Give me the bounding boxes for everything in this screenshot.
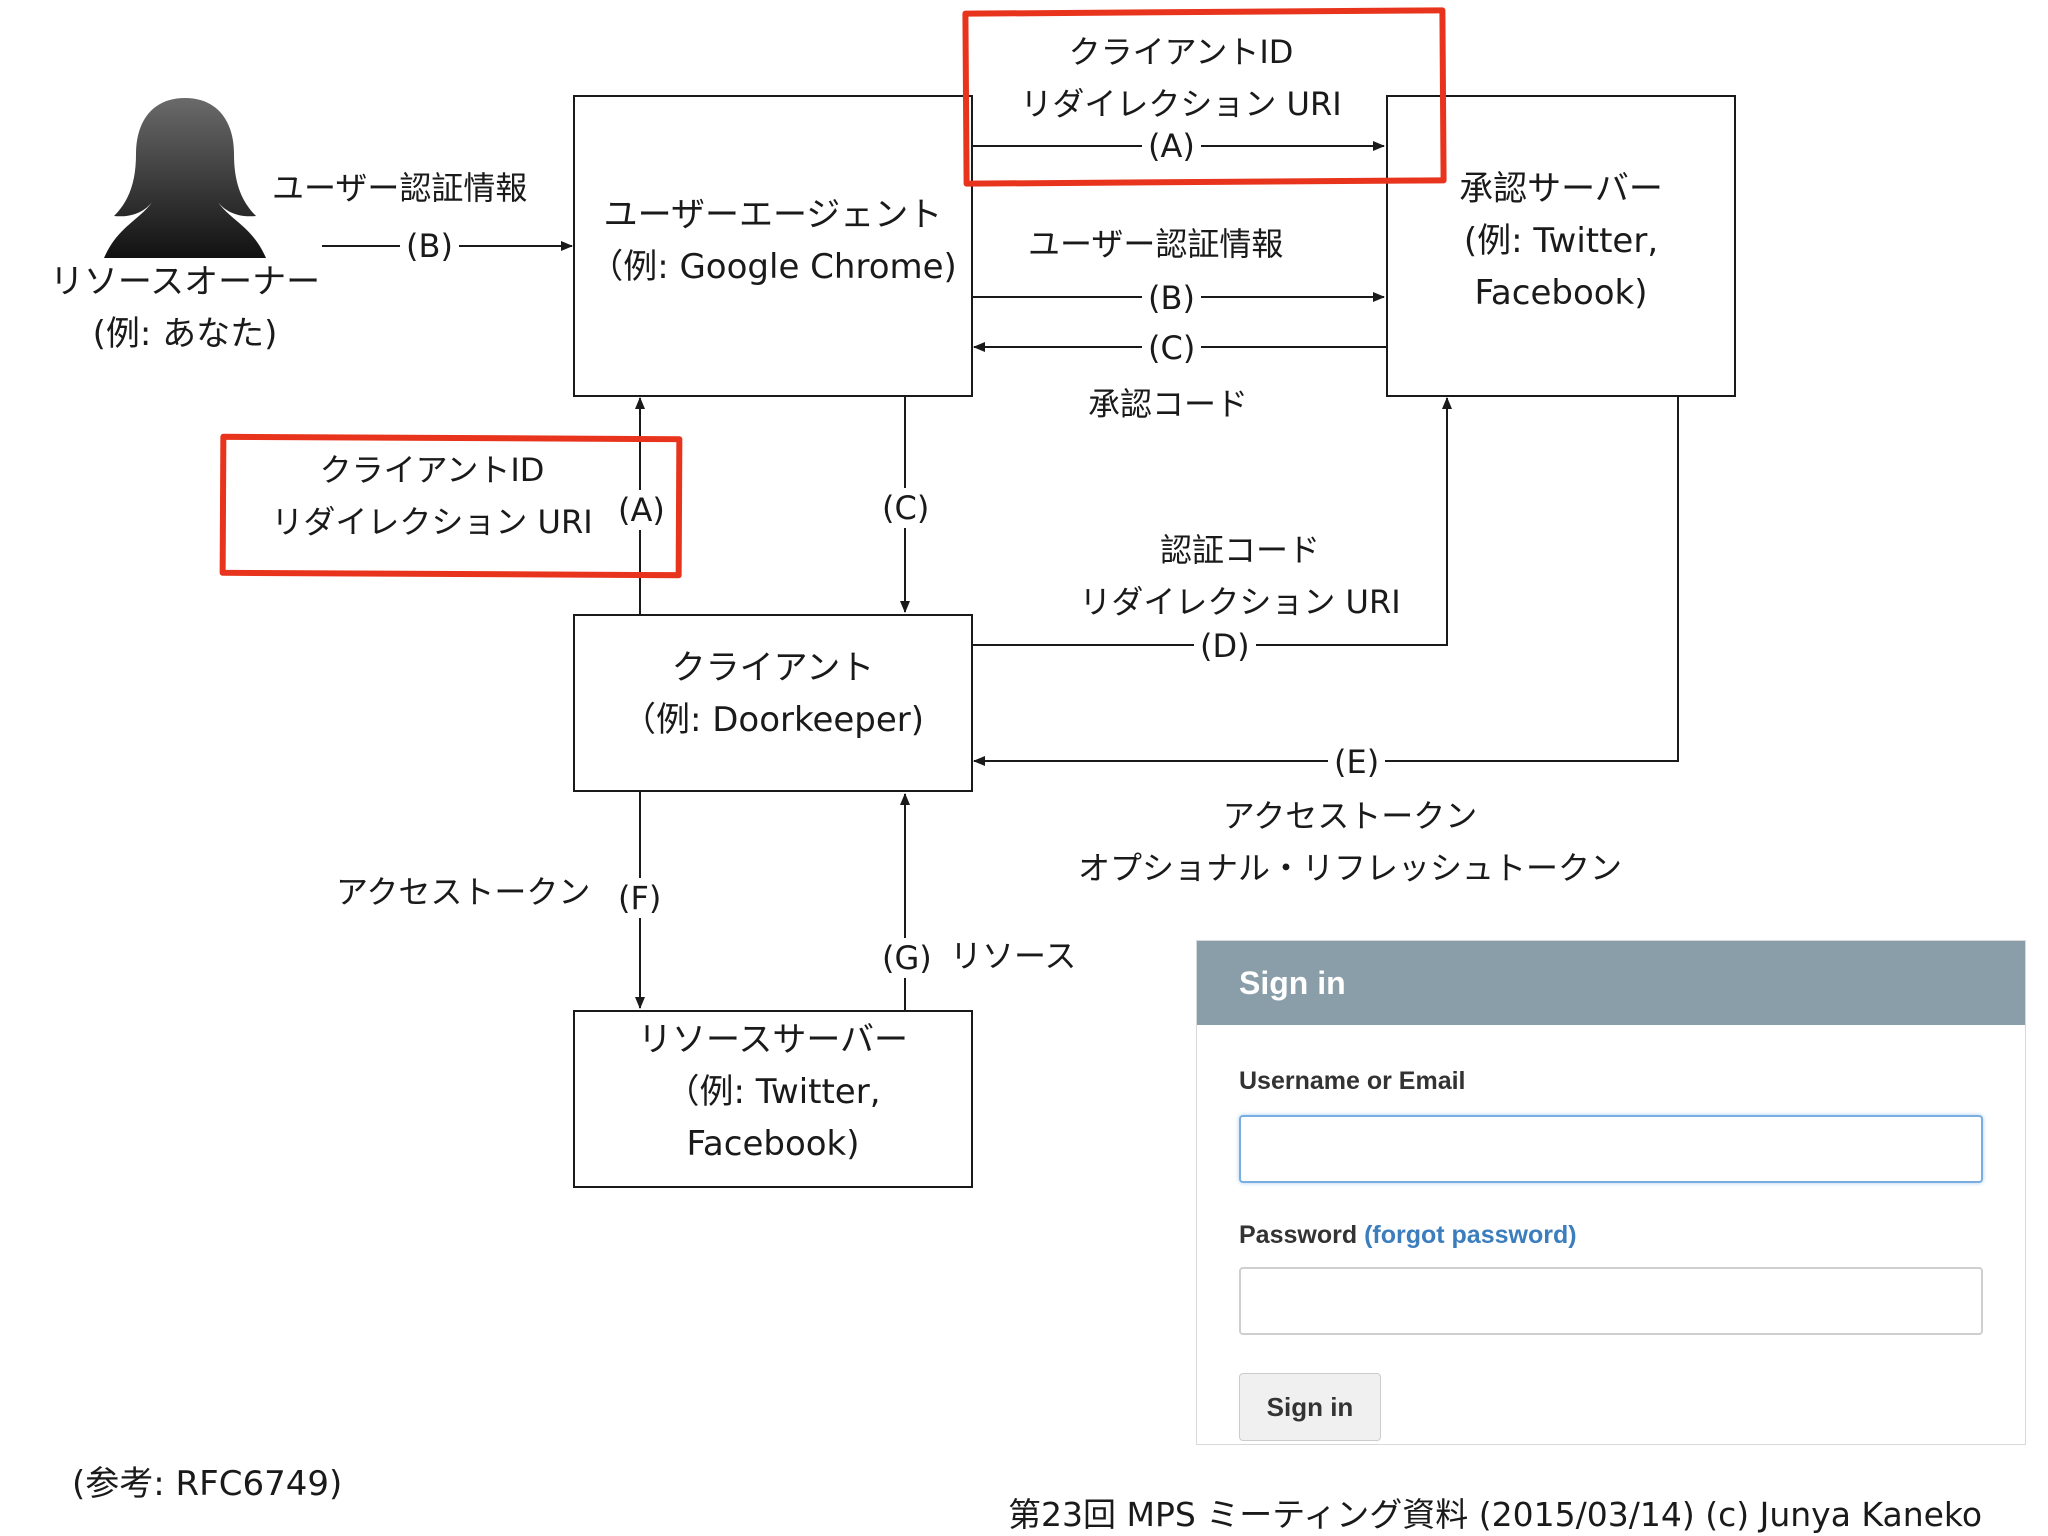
client-to-server-d-redirect-uri: リダイレクション URI — [1079, 583, 1401, 621]
password-label-row: Password (forgot password) — [1239, 1221, 1577, 1250]
signin-title: Sign in — [1197, 941, 2025, 1025]
server-to-client-e-caption: アクセストークン オプショナル・リフレッシュトークン — [1030, 790, 1670, 894]
auth-server-name: 承認サーバー — [1459, 169, 1663, 209]
user-agent-example: （例: Google Chrome) — [589, 247, 957, 287]
user-agent-box: ユーザーエージェント （例: Google Chrome) — [573, 95, 973, 397]
user-agent-name: ユーザーエージェント — [603, 195, 943, 235]
username-input[interactable] — [1239, 1115, 1983, 1183]
resource-owner-label: リソースオーナー (例: あなた) — [40, 256, 330, 360]
client-to-server-d-caption: 認証コード リダイレクション URI — [1040, 524, 1440, 628]
client-box: クライアント （例: Doorkeeper) — [573, 614, 973, 792]
server-to-client-e-step: (E) — [1328, 742, 1386, 782]
signin-panel: Sign in Username or Email Password (forg… — [1196, 940, 2026, 1445]
highlight-box-left — [219, 433, 683, 579]
edge-client-to-server-d — [972, 397, 1452, 646]
auth-server-box: 承認サーバー (例: Twitter, Facebook) — [1386, 95, 1736, 397]
agent-to-server-a-step: (A) — [1142, 126, 1201, 166]
client-to-agent-a-step: (A) — [612, 490, 671, 530]
owner-to-agent-caption: ユーザー認証情報 — [266, 168, 534, 208]
resource-server-example-1: （例: Twitter, — [665, 1072, 881, 1112]
reference-note: (参考: RFC6749) — [72, 1464, 343, 1504]
password-input[interactable] — [1239, 1267, 1983, 1335]
client-to-agent-a-caption: クライアントID リダイレクション URI — [226, 444, 638, 548]
client-name: クライアント — [671, 648, 875, 688]
resource-server-name: リソースサーバー — [638, 1020, 908, 1060]
username-label: Username or Email — [1239, 1067, 1466, 1095]
highlight-box-top — [962, 7, 1447, 187]
resource-to-client-g-step: (G) — [876, 938, 938, 978]
owner-to-agent-step: (B) — [400, 226, 459, 266]
auth-server-example-1: (例: Twitter, — [1463, 221, 1659, 261]
resource-owner-name: リソースオーナー — [49, 262, 321, 302]
resource-server-box: リソースサーバー （例: Twitter, Facebook) — [573, 1010, 973, 1188]
agent-to-server-b-step: (B) — [1142, 278, 1201, 318]
client-to-server-d-step: (D) — [1194, 626, 1256, 666]
resource-owner-example: (例: あなた) — [92, 314, 278, 354]
auth-server-example-2: Facebook) — [1474, 273, 1648, 313]
server-to-agent-c-caption: 承認コード — [1082, 384, 1255, 424]
resource-server-example-2: Facebook) — [686, 1124, 860, 1164]
agent-to-client-c-step: (C) — [876, 488, 936, 528]
agent-to-server-a-client-id: クライアントID — [1068, 33, 1294, 71]
client-to-resource-f-caption: アクセストークン — [330, 872, 597, 912]
resource-to-client-g-caption: リソース — [944, 936, 1083, 976]
signin-button[interactable]: Sign in — [1239, 1373, 1381, 1441]
agent-to-server-a-caption: クライアントID リダイレクション URI — [976, 26, 1386, 130]
server-to-client-e-refresh-token: オプショナル・リフレッシュトークン — [1077, 849, 1622, 887]
person-silhouette-icon — [104, 98, 266, 258]
edge-server-to-client-e — [973, 396, 1679, 766]
client-to-server-d-auth-code: 認証コード — [1159, 531, 1320, 569]
client-to-agent-a-client-id: クライアントID — [319, 451, 545, 489]
server-to-agent-c-step: (C) — [1142, 328, 1202, 368]
client-to-agent-a-redirect-uri: リダイレクション URI — [271, 503, 593, 541]
agent-to-server-b-caption: ユーザー認証情報 — [1022, 224, 1290, 264]
client-example: （例: Doorkeeper) — [621, 700, 925, 740]
credit-footer: 第23回 MPS ミーティング資料 (2015/03/14) (c) Junya… — [1008, 1495, 1983, 1534]
client-to-resource-f-step: (F) — [612, 878, 668, 918]
agent-to-server-a-redirect-uri: リダイレクション URI — [1020, 85, 1342, 123]
server-to-client-e-access-token: アクセストークン — [1222, 797, 1478, 835]
forgot-password-link[interactable]: (forgot password) — [1364, 1221, 1577, 1249]
password-label: Password — [1239, 1221, 1358, 1249]
